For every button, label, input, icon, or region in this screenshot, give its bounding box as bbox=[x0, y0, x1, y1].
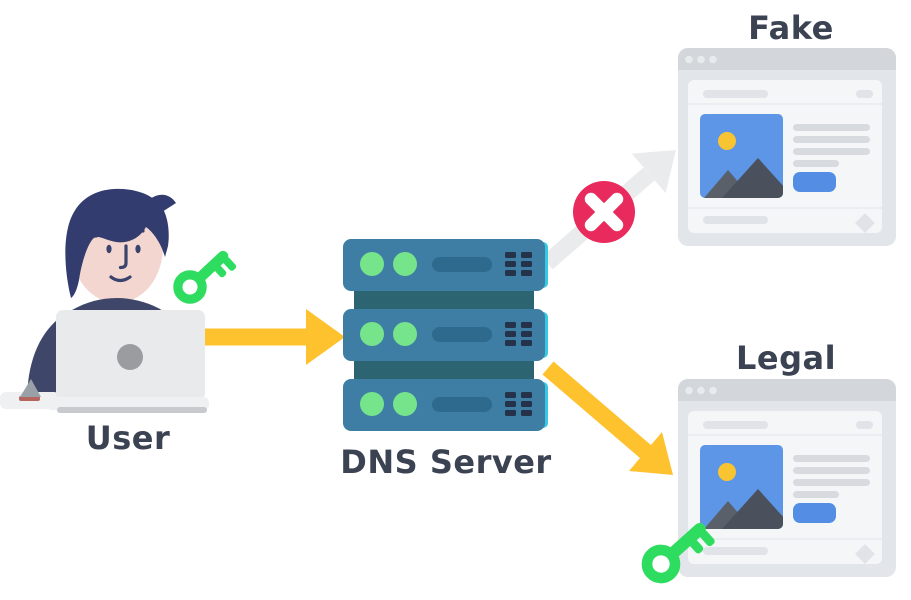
server-vent bbox=[505, 270, 516, 276]
user-figure bbox=[0, 188, 209, 413]
eye-right bbox=[135, 244, 141, 254]
divider bbox=[688, 207, 882, 209]
image-placeholder bbox=[700, 445, 783, 529]
hair-tuft bbox=[150, 194, 176, 212]
server-led bbox=[360, 322, 384, 346]
server-drive-slot bbox=[432, 397, 492, 412]
text-line-placeholder bbox=[793, 124, 870, 131]
server-vent bbox=[521, 331, 532, 337]
blocked-badge bbox=[573, 181, 635, 243]
laptop-base bbox=[46, 397, 209, 410]
server-drive-slot bbox=[432, 257, 492, 272]
text-line-placeholder bbox=[793, 479, 870, 486]
mouse-icon bbox=[20, 379, 41, 397]
text-line-placeholder bbox=[793, 160, 839, 167]
arrow-head bbox=[629, 432, 673, 475]
legal-website-card bbox=[678, 379, 896, 577]
server-unit-3 bbox=[343, 379, 545, 431]
server-led bbox=[393, 252, 417, 276]
nav-menu-placeholder bbox=[856, 90, 873, 98]
window-dot-icon bbox=[697, 55, 705, 64]
window-dot-icon bbox=[697, 386, 705, 395]
laptop-base-edge bbox=[57, 407, 207, 413]
dns-server-label: DNS Server bbox=[340, 443, 552, 481]
arrow-server-to-legal bbox=[542, 361, 673, 475]
mouse-base bbox=[19, 396, 40, 401]
divider bbox=[688, 538, 882, 540]
server-vent bbox=[505, 322, 516, 328]
laptop-logo-icon bbox=[117, 344, 143, 370]
user-key-icon bbox=[173, 244, 239, 308]
server-vent bbox=[521, 252, 532, 258]
server-vent bbox=[521, 392, 532, 398]
server-vent bbox=[521, 270, 532, 276]
server-led bbox=[393, 322, 417, 346]
server-led bbox=[393, 392, 417, 416]
image-placeholder bbox=[700, 114, 783, 198]
arrow-head bbox=[306, 309, 345, 365]
arrow-head bbox=[631, 150, 676, 194]
text-line-placeholder bbox=[793, 467, 870, 474]
arrow-user-to-server bbox=[205, 309, 345, 365]
window-dot-icon bbox=[685, 55, 693, 64]
text-line-placeholder bbox=[793, 491, 839, 498]
dns-server-stack bbox=[343, 239, 548, 431]
fake-website-card bbox=[678, 48, 896, 246]
server-vent bbox=[521, 261, 532, 267]
nav-title-placeholder bbox=[703, 90, 768, 98]
server-led bbox=[360, 252, 384, 276]
mountain-icon bbox=[722, 489, 783, 529]
arrow-shaft bbox=[542, 361, 652, 459]
server-drive-slot bbox=[432, 327, 492, 342]
server-led bbox=[360, 392, 384, 416]
server-unit-1 bbox=[343, 239, 545, 291]
window-dot-icon bbox=[709, 55, 717, 64]
legal-site-label: Legal bbox=[735, 339, 837, 377]
button-placeholder bbox=[793, 172, 836, 192]
server-vent bbox=[505, 252, 516, 258]
footer-line-placeholder bbox=[703, 547, 768, 555]
mouth-smile bbox=[109, 275, 132, 283]
server-unit-2 bbox=[343, 309, 545, 361]
server-vent bbox=[521, 401, 532, 407]
x-mark-icon bbox=[584, 192, 624, 232]
window-dot-icon bbox=[685, 386, 693, 395]
eye-left bbox=[106, 244, 112, 254]
text-line-placeholder bbox=[793, 148, 870, 155]
server-vent bbox=[521, 322, 532, 328]
divider bbox=[688, 434, 882, 436]
nose bbox=[118, 244, 128, 270]
divider bbox=[688, 103, 882, 105]
server-vent bbox=[505, 410, 516, 416]
user-label: User bbox=[85, 419, 171, 457]
browser-titlebar bbox=[678, 48, 896, 70]
sun-icon bbox=[718, 132, 736, 150]
sun-icon bbox=[718, 463, 736, 481]
server-vent bbox=[505, 401, 516, 407]
server-vent bbox=[521, 340, 532, 346]
server-vent bbox=[505, 261, 516, 267]
footer-line-placeholder bbox=[703, 216, 768, 224]
text-line-placeholder bbox=[793, 136, 870, 143]
server-vent bbox=[505, 331, 516, 337]
fake-site-label: Fake bbox=[748, 9, 834, 47]
mountain-icon bbox=[722, 158, 783, 198]
server-vent bbox=[505, 392, 516, 398]
nav-title-placeholder bbox=[703, 421, 768, 429]
server-vent bbox=[521, 410, 532, 416]
nav-menu-placeholder bbox=[856, 421, 873, 429]
text-line-placeholder bbox=[793, 455, 870, 462]
server-vent bbox=[505, 340, 516, 346]
window-dot-icon bbox=[709, 386, 717, 395]
browser-titlebar bbox=[678, 379, 896, 401]
button-placeholder bbox=[793, 503, 836, 523]
person-hair bbox=[65, 188, 169, 298]
